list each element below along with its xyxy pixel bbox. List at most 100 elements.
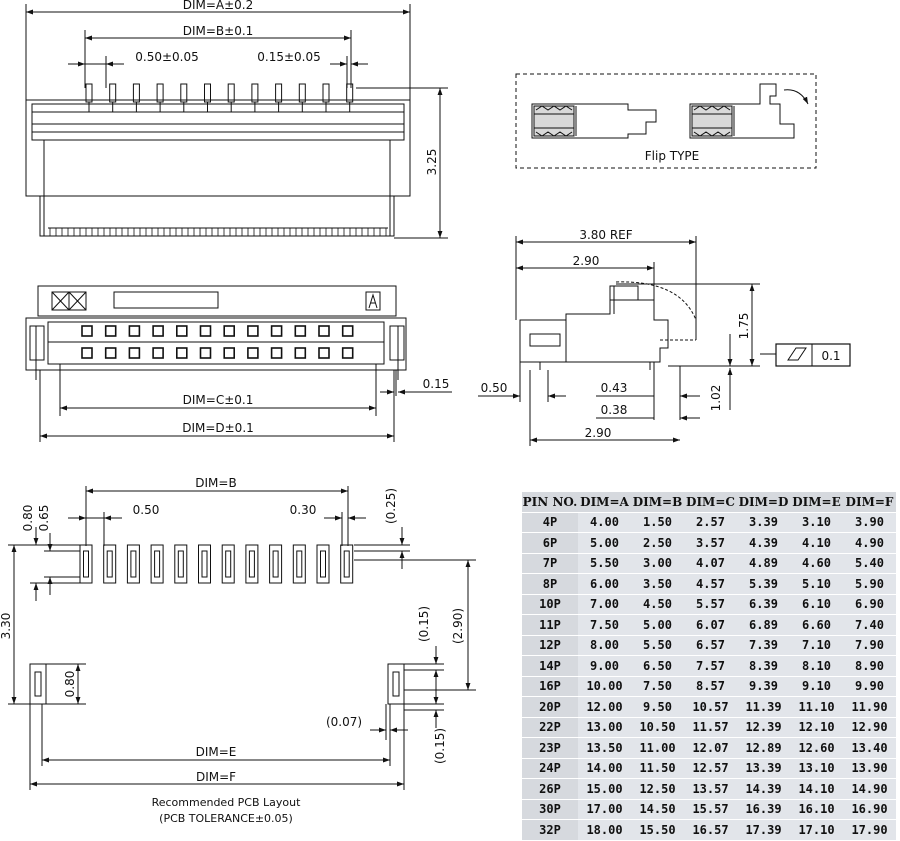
pin-width-label: 0.15±0.05 bbox=[257, 50, 321, 64]
top-view-pin bbox=[227, 83, 235, 112]
contact-pad bbox=[247, 347, 259, 359]
contact-pad bbox=[152, 347, 164, 359]
pin-count-cell: 11P bbox=[522, 614, 578, 636]
contact-pad bbox=[223, 347, 235, 359]
pcb-offset007-label: (0.07) bbox=[326, 715, 362, 729]
contact-pad bbox=[199, 347, 212, 359]
bottom-length-label: 2.90 bbox=[585, 426, 612, 440]
dimension-cell: 5.57 bbox=[684, 594, 737, 615]
height-175-label: 1.75 bbox=[737, 313, 751, 340]
dimension-cell: 7.50 bbox=[578, 614, 631, 636]
dimension-cell: 3.90 bbox=[843, 512, 896, 533]
dimension-cell: 6.00 bbox=[578, 573, 631, 595]
dimension-cell: 17.00 bbox=[578, 799, 631, 820]
dimension-cell: 10.00 bbox=[578, 676, 631, 697]
dim-038-label: 0.38 bbox=[601, 403, 628, 417]
dimension-cell: 13.50 bbox=[578, 737, 631, 759]
table-header-cell: DIM=A bbox=[578, 492, 631, 513]
pcb-pad-width-label: 0.30 bbox=[290, 503, 317, 517]
pcb-labels: DIM=B 0.50 0.30 0.80 0.65 (0.25) 3.30 (2… bbox=[0, 476, 465, 825]
table-header-cell: DIM=E bbox=[790, 492, 843, 513]
dimension-cell: 6.50 bbox=[631, 655, 684, 677]
pcb-mount-height-label: 0.80 bbox=[63, 671, 77, 698]
pcb-offset-top-label: (0.15) bbox=[417, 606, 431, 642]
dimension-cell: 11.10 bbox=[790, 696, 843, 718]
dimension-cell: 10.57 bbox=[684, 696, 737, 718]
dimension-cell: 5.90 bbox=[843, 573, 896, 595]
dim-c-label: DIM=C±0.1 bbox=[183, 393, 254, 407]
dimension-cell: 11.50 bbox=[631, 758, 684, 779]
pcb-dim-b-label: DIM=B bbox=[195, 476, 236, 490]
dimension-cell: 2.50 bbox=[631, 532, 684, 554]
dimension-cell: 8.39 bbox=[737, 655, 790, 677]
dimension-cell: 3.00 bbox=[631, 553, 684, 574]
dimension-cell: 12.10 bbox=[790, 717, 843, 738]
table-header-cell: DIM=B bbox=[631, 492, 684, 513]
dimension-cell: 3.10 bbox=[790, 512, 843, 533]
dimension-cell: 7.90 bbox=[843, 635, 896, 656]
dimension-cell: 8.10 bbox=[790, 655, 843, 677]
contact-pad bbox=[341, 325, 354, 337]
dim-043-label: 0.43 bbox=[601, 381, 628, 395]
dimension-cell: 4.39 bbox=[737, 532, 790, 554]
pin-count-cell: 12P bbox=[522, 635, 578, 656]
pin-count-cell: 14P bbox=[522, 655, 578, 677]
bottom-view bbox=[25, 285, 452, 442]
dimension-cell: 14.10 bbox=[790, 778, 843, 800]
dimension-cell: 9.90 bbox=[843, 676, 896, 697]
dimension-cell: 4.10 bbox=[790, 532, 843, 554]
pcb-pad bbox=[245, 544, 259, 584]
dimension-cell: 6.07 bbox=[684, 614, 737, 636]
top-view-pin bbox=[132, 83, 140, 112]
dimension-cell: 16.39 bbox=[737, 799, 790, 820]
dimension-cell: 13.57 bbox=[684, 778, 737, 800]
height-label: 3.25 bbox=[425, 149, 439, 176]
top-view-pin bbox=[322, 83, 330, 112]
pin-count-cell: 26P bbox=[522, 778, 578, 800]
dimension-cell: 5.50 bbox=[578, 553, 631, 574]
dimension-cell: 9.39 bbox=[737, 676, 790, 697]
pcb-pad bbox=[292, 544, 306, 584]
pcb-h065-label: 0.65 bbox=[37, 505, 51, 532]
contact-pad bbox=[294, 325, 307, 337]
dimension-cell: 7.39 bbox=[737, 635, 790, 656]
pin-count-cell: 16P bbox=[522, 676, 578, 697]
pcb-tolerance: (PCB TOLERANCE±0.05) bbox=[159, 812, 293, 825]
table-header-cell: DIM=C bbox=[684, 492, 737, 513]
flip-type-box bbox=[515, 73, 817, 169]
contact-pad bbox=[199, 325, 212, 337]
pcb-layout bbox=[8, 486, 476, 790]
side-view-labels: 3.80 REF 2.90 1.75 1.02 0.1 0.50 0.43 0.… bbox=[481, 228, 841, 440]
height-102-label: 1.02 bbox=[709, 385, 723, 412]
pin-count-cell: 32P bbox=[522, 819, 578, 841]
pcb-pad bbox=[79, 544, 93, 584]
contact-pad bbox=[104, 347, 117, 359]
pcb-pad bbox=[340, 544, 354, 584]
dimension-cell: 4.07 bbox=[684, 553, 737, 574]
contact-pad bbox=[341, 347, 354, 359]
contact-pad bbox=[223, 325, 235, 337]
dimension-cell: 2.57 bbox=[684, 512, 737, 533]
contact-pad bbox=[176, 347, 188, 359]
pcb-total-height-label: 3.30 bbox=[0, 613, 13, 640]
dimension-cell: 7.50 bbox=[631, 676, 684, 697]
dimension-cell: 14.39 bbox=[737, 778, 790, 800]
dimension-cell: 12.07 bbox=[684, 737, 737, 759]
pcb-offset-bottom-label: (0.15) bbox=[433, 728, 447, 764]
top-view-pin bbox=[251, 83, 259, 112]
dimension-cell: 15.50 bbox=[631, 819, 684, 841]
top-length-label: 2.90 bbox=[573, 254, 600, 268]
top-view bbox=[25, 4, 448, 239]
dimension-cell: 6.90 bbox=[843, 594, 896, 615]
dimension-cell: 16.90 bbox=[843, 799, 896, 820]
dimension-cell: 3.57 bbox=[684, 532, 737, 554]
dimension-cell: 7.00 bbox=[578, 594, 631, 615]
contact-pad bbox=[176, 325, 188, 337]
